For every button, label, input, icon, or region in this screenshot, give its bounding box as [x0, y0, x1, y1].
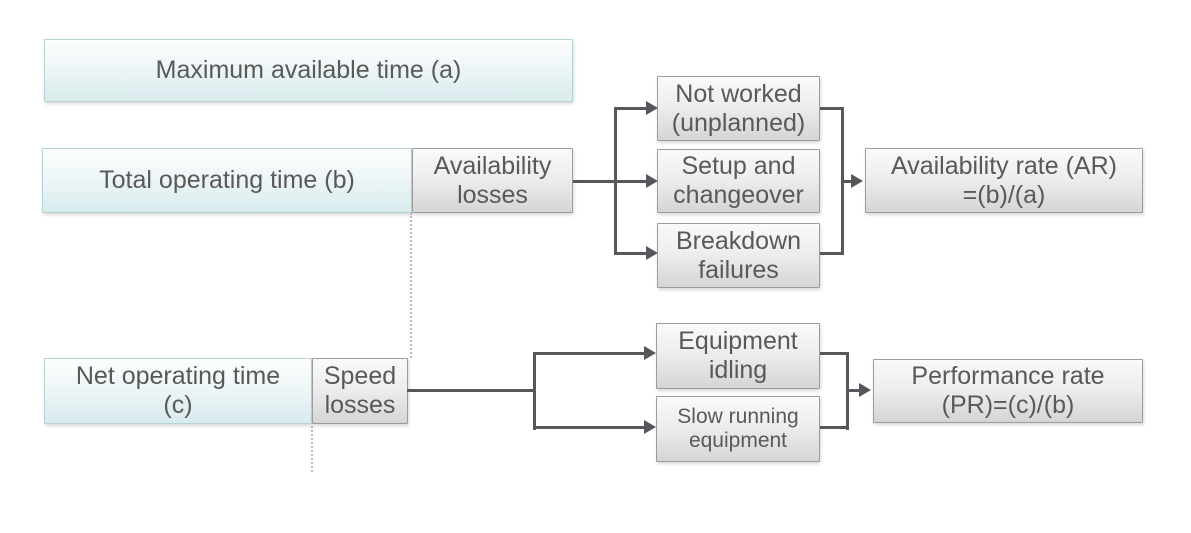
node-label: Speed [323, 362, 397, 391]
node-performance-rate: Performance rate (PR)=(c)/(b) [873, 359, 1143, 423]
connector-to-availability-rate [842, 180, 853, 183]
node-label: (c) [163, 391, 193, 419]
node-label: equipment [688, 429, 788, 452]
connector-not-worked-out [820, 107, 843, 110]
arrowhead-not-worked [646, 101, 658, 115]
node-label: Net operating time [75, 362, 281, 391]
connector-speed-feed [407, 389, 535, 392]
node-label: Not worked [675, 79, 802, 108]
node-label: Availability rate (AR) [890, 151, 1117, 180]
arrowhead-slow-running [644, 420, 656, 434]
arrowhead-equipment-idling [644, 346, 656, 360]
connector-to-not-worked [616, 107, 648, 110]
connector-breakdown-out [820, 252, 843, 255]
connector-slow-running-out [820, 426, 849, 429]
node-availability-losses: Availability losses [412, 148, 573, 213]
connector-to-breakdown [616, 252, 648, 255]
node-breakdown-failures: Breakdown failures [657, 223, 820, 288]
arrowhead-availability-rate [851, 174, 863, 188]
node-label: Maximum available time (a) [155, 56, 462, 85]
node-equipment-idling: Equipment idling [656, 323, 820, 389]
node-label: changeover [673, 181, 804, 209]
node-label: Equipment [678, 327, 798, 356]
node-maximum-available-time: Maximum available time (a) [44, 39, 573, 102]
arrowhead-setup-changeover [646, 174, 658, 188]
node-label: idling [708, 356, 768, 384]
node-label: (PR)=(c)/(b) [941, 391, 1075, 419]
dotted-line-speed-division [311, 426, 313, 472]
node-label: Slow running [677, 404, 799, 428]
node-not-worked-unplanned: Not worked (unplanned) [657, 76, 820, 141]
node-label: losses [457, 180, 528, 209]
node-label: =(b)/(a) [962, 180, 1046, 209]
arrowhead-breakdown [646, 246, 658, 260]
node-speed-losses: Speed losses [312, 358, 408, 424]
node-label: Performance rate [911, 362, 1105, 391]
connector-availability-branch-vertical [614, 107, 617, 255]
node-availability-rate: Availability rate (AR) =(b)/(a) [865, 148, 1143, 213]
connector-availability-feed [573, 180, 648, 183]
connector-speed-branch-vertical [533, 352, 536, 430]
node-total-operating-time: Total operating time (b) [42, 148, 412, 213]
node-setup-and-changeover: Setup and changeover [657, 149, 820, 213]
dotted-line-availability-division [410, 213, 412, 358]
node-label: (unplanned) [671, 108, 806, 137]
connector-to-performance-rate [848, 389, 861, 392]
node-label: Setup and [681, 152, 796, 181]
node-label: losses [324, 391, 396, 419]
connector-to-equipment-idling [535, 352, 645, 355]
node-net-operating-time: Net operating time (c) [44, 358, 312, 424]
arrowhead-performance-rate [859, 383, 871, 397]
connector-to-slow-running [535, 426, 645, 429]
node-label: Total operating time (b) [99, 166, 355, 195]
node-label: failures [698, 255, 779, 284]
connector-equipment-idling-out [820, 352, 849, 355]
node-label: Availability [433, 151, 552, 180]
node-label: Breakdown [675, 226, 802, 255]
node-slow-running-equipment: Slow running equipment [656, 396, 820, 462]
connector-speed-collect-vertical [846, 352, 849, 430]
